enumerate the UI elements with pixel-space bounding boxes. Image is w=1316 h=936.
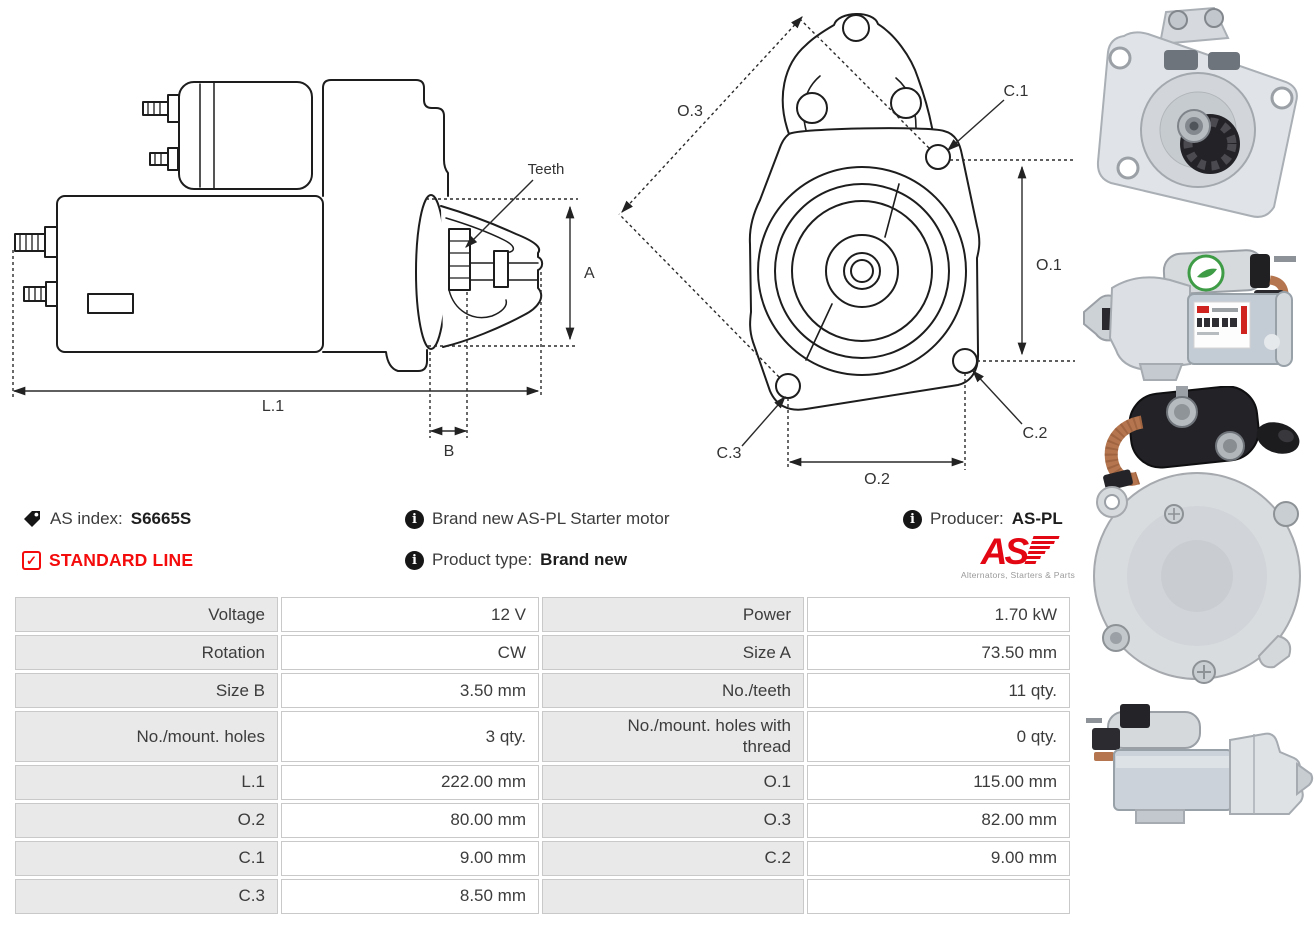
spec-value: 1.70 kW	[807, 597, 1070, 632]
product-photo-back-view	[1093, 386, 1301, 684]
spec-label: C.2	[542, 840, 804, 876]
info-icon: i	[903, 509, 922, 529]
spec-label: Voltage	[15, 597, 278, 632]
dim-label-a: A	[584, 265, 595, 282]
dim-label-b: B	[444, 443, 455, 460]
product-type-label: Product type:	[432, 550, 533, 569]
mount-hole-c3	[775, 373, 801, 399]
producer-label: Producer:	[930, 509, 1004, 528]
side-view-dimensions	[12, 179, 578, 438]
side-view-drawing	[14, 79, 544, 372]
spec-label: Size A	[542, 635, 804, 670]
spec-label: No./teeth	[542, 673, 804, 708]
as-index-value: S6665S	[130, 509, 192, 528]
pinion-gear	[448, 228, 471, 291]
dim-label-o2: O.2	[864, 471, 890, 488]
as-pl-logo-tagline: Alternators, Starters & Parts	[960, 570, 1076, 580]
spec-value: 80.00 mm	[281, 802, 539, 838]
as-pl-logo-wordmark: AS	[980, 530, 1029, 572]
product-photo-front-view	[1096, 6, 1298, 218]
dim-label-c3: C.3	[717, 445, 742, 462]
spec-value: 3 qty.	[281, 711, 539, 762]
spec-label: Size B	[15, 673, 278, 708]
description-row: i Brand new AS-PL Starter motor	[405, 509, 669, 529]
tag-icon	[24, 511, 40, 527]
spec-value: 3.50 mm	[281, 673, 539, 708]
spec-value: 9.00 mm	[807, 840, 1070, 876]
solenoid	[178, 81, 313, 190]
spec-value: 11 qty.	[807, 673, 1070, 708]
product-photo-side-view	[1083, 249, 1296, 381]
producer-value: AS-PL	[1011, 509, 1063, 528]
drive-housing-top	[322, 79, 449, 197]
connector-plug	[1256, 422, 1300, 454]
dim-label-teeth: Teeth	[528, 161, 565, 178]
mount-hole-c2	[952, 348, 978, 374]
spec-label: C.3	[15, 878, 278, 914]
as-index-label: AS index:	[50, 509, 123, 528]
info-icon: i	[405, 550, 424, 570]
product-photo-side-view-2	[1086, 704, 1314, 824]
spec-label: O.3	[542, 802, 804, 838]
as-pl-logo: AS Alternators, Starters & Parts	[956, 531, 1080, 580]
product-type-value: Brand new	[540, 550, 628, 569]
standard-line-row: ✓ STANDARD LINE	[22, 550, 193, 571]
spec-value: 8.50 mm	[281, 878, 539, 914]
mount-hole-c1	[925, 144, 951, 170]
bracket-hole-top	[842, 14, 870, 42]
spec-value: 12 V	[281, 597, 539, 632]
as-index-row: AS index: S6665S	[22, 509, 191, 529]
spec-label: O.1	[542, 764, 804, 800]
as-pl-logo-stripes	[1024, 536, 1060, 564]
dim-label-c1: C.1	[1004, 83, 1029, 100]
checkbox-icon: ✓	[22, 551, 41, 570]
spec-table: Voltage 12 V Power 1.70 kW Rotation CW S…	[15, 597, 1070, 914]
product-type-row: i Product type: Brand new	[405, 550, 627, 570]
spec-label: O.2	[15, 802, 278, 838]
dim-label-c2: C.2	[1023, 425, 1048, 442]
spec-value: 73.50 mm	[807, 635, 1070, 670]
spec-label: C.1	[15, 840, 278, 876]
info-icon: i	[405, 509, 424, 529]
producer-row: i Producer: AS-PL	[903, 509, 1063, 529]
motor-body	[56, 195, 324, 353]
spec-value: 222.00 mm	[281, 764, 539, 800]
spec-label: Power	[542, 597, 804, 632]
front-view-drawing	[748, 13, 981, 411]
technical-drawings: Teeth A L.1 B	[12, 13, 1075, 488]
spec-value: 82.00 mm	[807, 802, 1070, 838]
spec-label: No./mount. holes with thread	[542, 711, 804, 762]
spec-label	[542, 878, 804, 914]
spec-label: No./mount. holes	[15, 711, 278, 762]
spec-value: CW	[281, 635, 539, 670]
front-view-dimensions	[618, 16, 1075, 470]
product-description: Brand new AS-PL Starter motor	[432, 509, 670, 528]
spec-label: L.1	[15, 764, 278, 800]
spec-label: Rotation	[15, 635, 278, 670]
spec-value: 115.00 mm	[807, 764, 1070, 800]
dim-label-o1: O.1	[1036, 257, 1062, 274]
spec-value: 0 qty.	[807, 711, 1070, 762]
standard-line-label: STANDARD LINE	[49, 550, 194, 570]
spec-value	[807, 878, 1070, 914]
dim-label-l1: L.1	[262, 398, 284, 415]
dim-label-o3: O.3	[677, 103, 703, 120]
spec-value: 9.00 mm	[281, 840, 539, 876]
